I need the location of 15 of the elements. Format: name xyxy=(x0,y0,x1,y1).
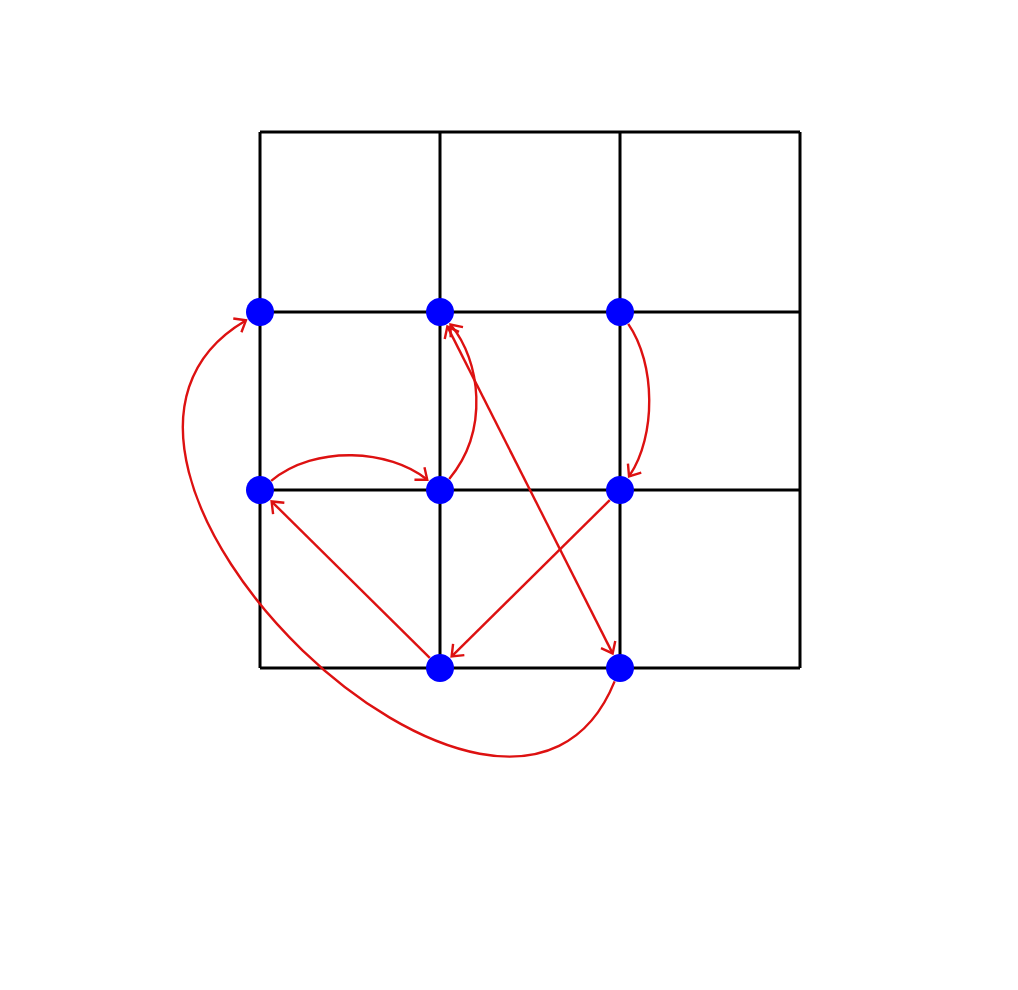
dot xyxy=(426,298,454,326)
arrow xyxy=(270,454,429,482)
dot xyxy=(426,654,454,682)
dot xyxy=(606,476,634,504)
dot xyxy=(246,298,274,326)
dot xyxy=(606,654,634,682)
arrow xyxy=(182,317,616,756)
dot xyxy=(606,298,634,326)
arrow xyxy=(450,499,611,658)
dot xyxy=(426,476,454,504)
arrow xyxy=(443,324,617,656)
dot xyxy=(246,476,274,504)
arrow xyxy=(448,323,478,480)
arrow xyxy=(626,323,651,478)
arrow xyxy=(270,500,431,659)
